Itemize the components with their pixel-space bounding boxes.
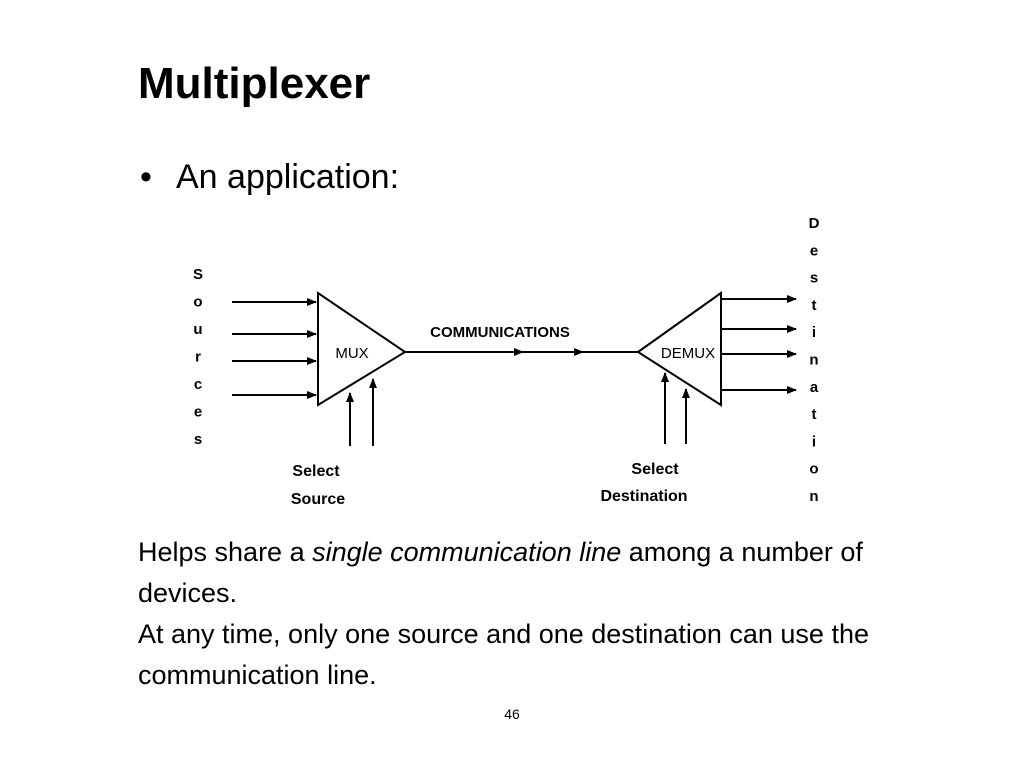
sources-letter: c [194,376,202,393]
destination-letter: s [810,270,818,287]
sources-letter: r [195,349,201,366]
mux-label: MUX [335,345,368,362]
mux-triangle [317,291,407,407]
bullet-item: • An application: [140,152,399,202]
slide-title: Multiplexer [138,59,371,108]
destination-letter: t [812,406,817,423]
sources-letter: u [193,321,202,338]
select-source-label-line1: Select [292,463,340,480]
select-source-label-line2: Source [291,491,345,508]
bullet-marker: • [140,158,152,196]
destination-letter: n [809,488,818,505]
destination-letter: i [812,433,816,450]
body-line1-emphasis: single communication line [312,537,622,567]
select-destination-label-line2: Destination [600,488,687,505]
demux-triangle [636,291,722,407]
destination-output-arrows [721,295,797,394]
sources-letter: o [193,294,202,311]
source-input-arrows [232,298,317,399]
body-line1-post: among a number of devices. [138,537,863,608]
select-destination-label-line1: Select [631,461,679,478]
page-number: 46 [504,706,520,722]
destination-label: Destination [809,215,820,505]
destination-letter: t [812,297,817,314]
demux-label: DEMUX [661,345,715,362]
destination-letter: a [810,379,819,396]
destination-letter: e [810,242,818,259]
bullet-text: An application: [176,158,400,196]
sources-letter: s [194,431,202,448]
destination-letter: n [809,352,818,369]
select-source-arrows [346,378,377,446]
communications-label: COMMUNICATIONS [430,324,570,341]
destination-letter: o [809,461,818,478]
destination-letter: i [812,324,816,341]
select-destination-arrows [661,372,690,444]
body-line1-pre: Helps share a [138,537,313,567]
body-paragraph-2: At any time, only one source and one des… [138,619,869,690]
sources-letter: S [193,266,203,283]
body-text: Helps share a single communication line … [138,532,958,696]
sources-letter: e [194,404,202,421]
destination-letter: D [809,215,820,232]
body-paragraph-1: Helps share a single communication line … [138,532,958,614]
